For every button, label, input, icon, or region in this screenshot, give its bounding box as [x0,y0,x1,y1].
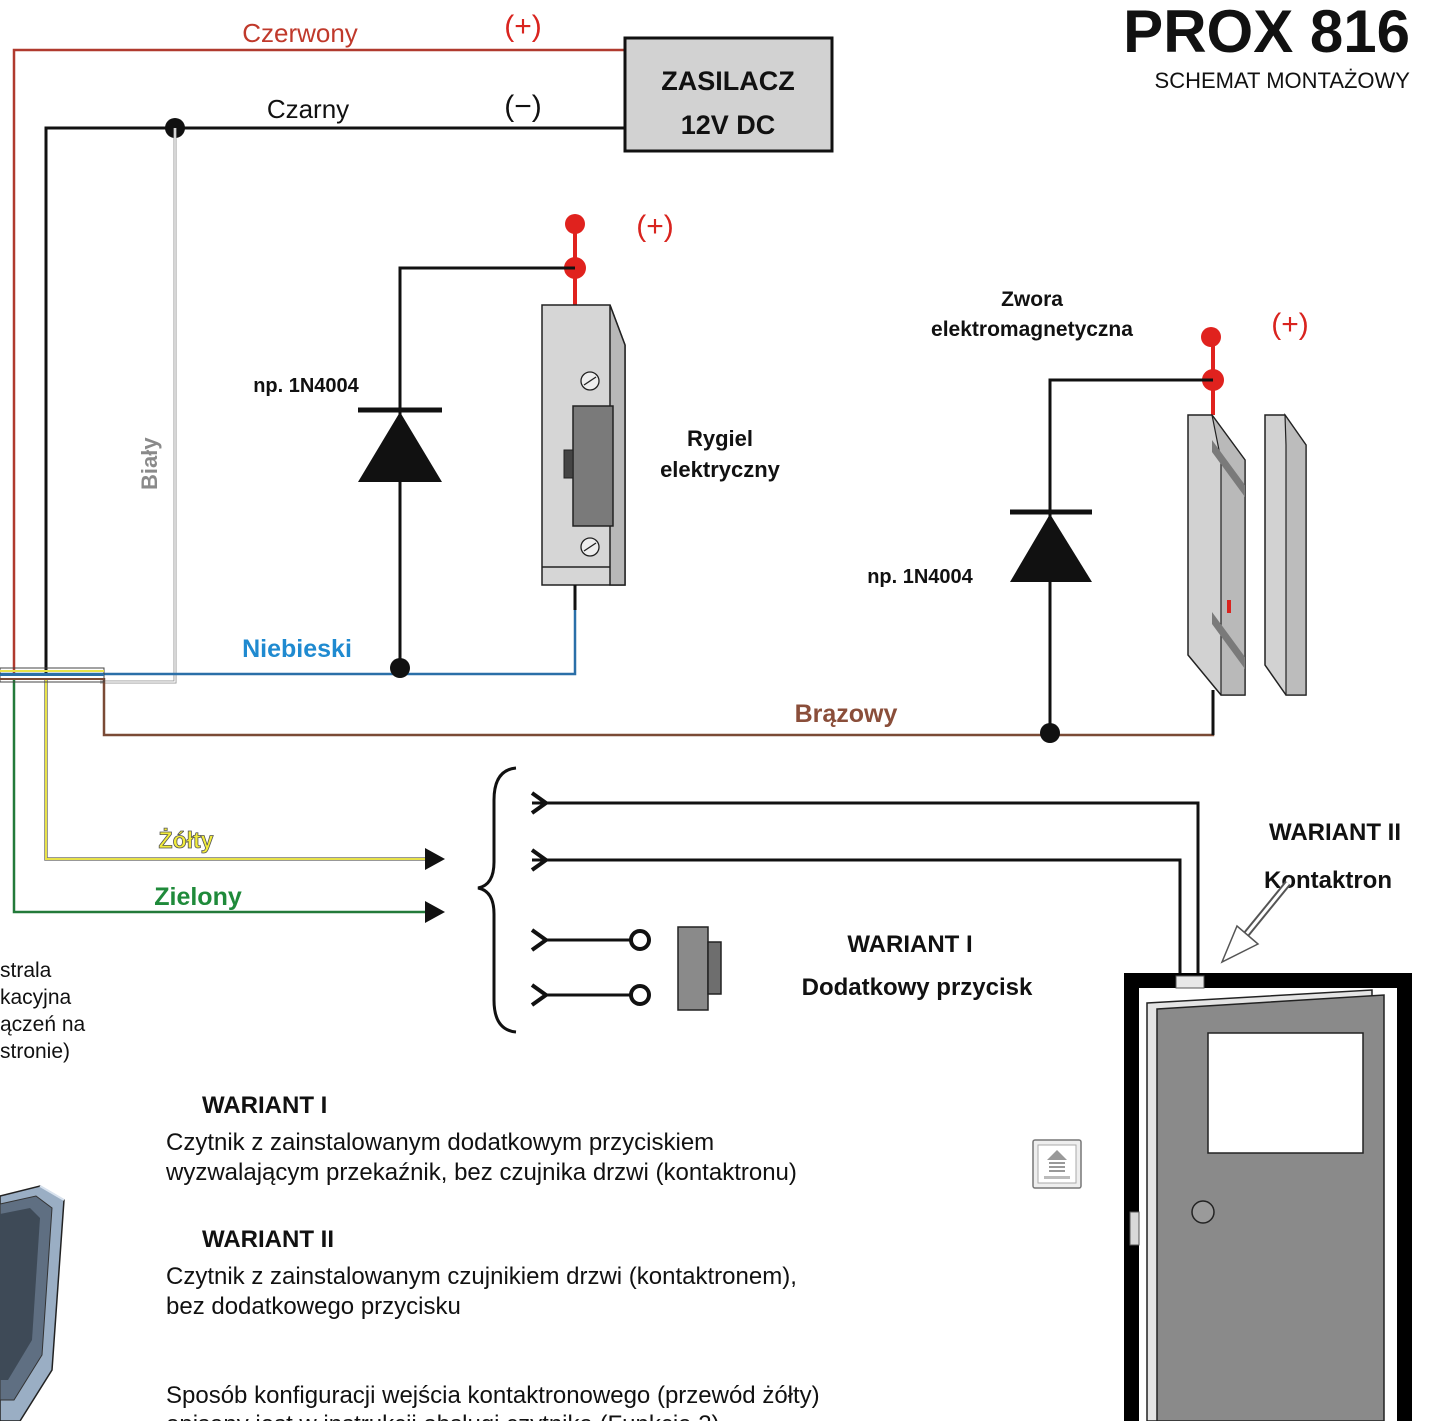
power-supply-line2: 12V DC [681,110,776,140]
reed-wire-2 [532,858,1182,975]
desc-v1-line2: wyzwalającym przekaźnik, bez czujnika dr… [165,1159,797,1186]
white-wire-label: Biały [137,437,162,490]
diode2-triangle [1010,514,1092,582]
chevron-icon [530,928,550,952]
black-wire-label: Czarny [267,94,349,124]
minus-sign-top: (−) [504,90,542,123]
plus-sign-strike: (+) [636,210,674,243]
variant1-label: Dodatkowy przycisk [802,974,1033,1001]
chevron-icon [530,848,550,872]
title: PROX 816 [1123,0,1410,65]
white-wire [100,128,177,684]
maglock-body [1187,414,1246,735]
button-terminal-2 [629,984,651,1006]
maglock-label-line2: elektromagnetyczna [931,318,1133,341]
left-cut-line1: strala [0,959,52,982]
door-knob [1191,1200,1215,1224]
red-wire [12,48,625,676]
reed-pointer-arrow [1220,880,1291,964]
maglock-armature [1264,413,1307,696]
strike-label-line2: elektryczny [660,457,781,482]
chevron-icon [530,791,550,815]
diode1-label: np. 1N4004 [253,375,359,397]
desc-v1-line1: Czytnik z zainstalowanym dodatkowym przy… [166,1129,714,1156]
left-cut-line2: kacyjna [0,986,72,1009]
strike-terminal-top [565,214,585,234]
door [1124,973,1412,1421]
reed-switch-sensor [1175,975,1205,989]
variant2-title: WARIANT II [1269,819,1401,846]
push-button-device [677,926,722,1011]
yellow-wire-label: Żółty [159,827,214,853]
diode2-label: np. 1N4004 [867,566,973,588]
plus-sign-top: (+) [504,10,542,43]
desc-v1-heading: WARIANT I [202,1092,327,1119]
desc-v2-heading: WARIANT II [202,1226,334,1253]
power-supply-box [623,36,834,153]
electric-strike [541,304,626,610]
blue-wire [0,585,577,676]
brace [477,766,517,1034]
exit-button-icon [1032,1139,1082,1189]
strike-label-line1: Rygiel [687,426,753,451]
maglock-label-line1: Zwora [1001,288,1063,311]
desc-v2-line1: Czytnik z zainstalowanym czujnikiem drzw… [166,1263,797,1290]
subtitle: SCHEMAT MONTAŻOWY [1155,68,1411,93]
button-terminal-1 [629,929,651,951]
blue-wire-label: Niebieski [242,635,352,663]
left-cut-line3: ączeń na [0,1013,86,1036]
brown-wire-label: Brązowy [795,700,898,728]
variant1-title: WARIANT I [847,931,972,958]
diode2-wire [1048,378,1213,733]
red-wire-label: Czerwony [242,18,358,48]
left-cut-line4: stronie) [0,1040,70,1063]
maglock-terminal-top [1201,327,1221,347]
desc-v2-line2: bez dodatkowego przycisku [166,1293,461,1320]
black-wire [44,126,625,676]
card-reader-image [0,1185,65,1421]
yellow-arrow [425,848,445,870]
plus-sign-maglock: (+) [1271,308,1309,341]
power-supply-line1: ZASILACZ [661,66,794,96]
green-wire-label: Zielony [154,883,242,911]
chevron-icon [530,983,550,1007]
reed-wire-1 [532,801,1200,975]
green-arrow [425,901,445,923]
green-wire [12,678,425,914]
desc-note-line1: Sposób konfiguracji wejścia kontaktronow… [166,1382,820,1409]
diode1-triangle [358,412,442,482]
diode1-wire [398,266,575,668]
desc-note-line2: opisany jest w instrukcji obsługi czytni… [166,1411,720,1421]
